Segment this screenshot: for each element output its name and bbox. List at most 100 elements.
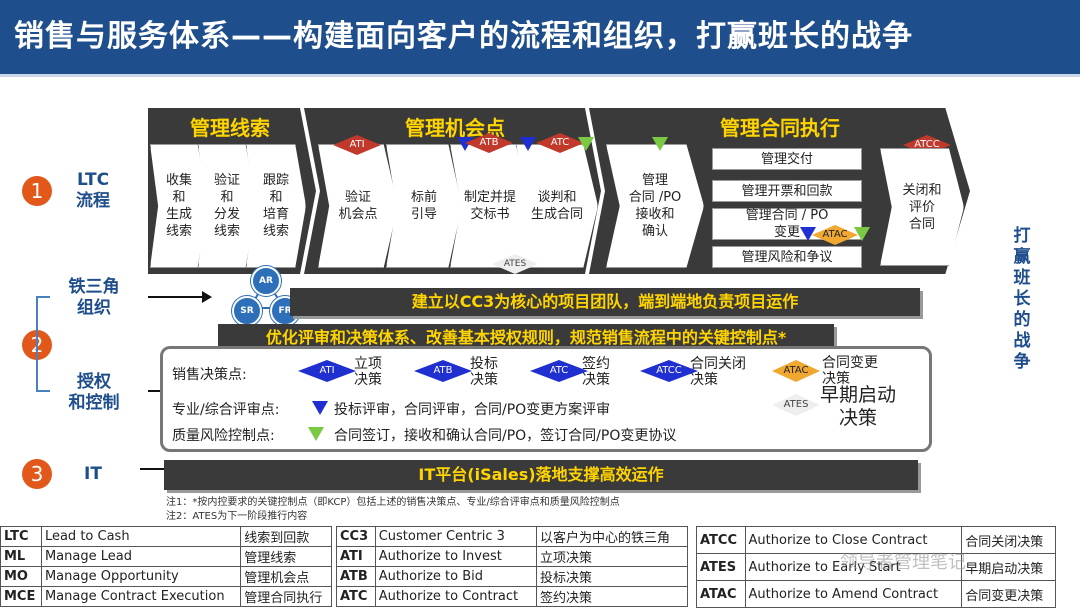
review-point-icon — [312, 401, 328, 415]
table-cell: 立项决策 — [536, 546, 688, 567]
connector-line — [36, 296, 38, 392]
row-label-it: IT — [84, 464, 102, 484]
win-squad-war-vertical: 打 赢 班 长 的 战 争 — [1013, 226, 1031, 372]
row-label-ltc: LTC 流程 — [76, 170, 110, 211]
row-label-iron-triangle: 铁三角 组织 — [68, 277, 120, 318]
label-decision-points: 销售决策点: — [172, 367, 247, 383]
table-cell: LTC — [0, 526, 42, 547]
table-cell: 管理线索 — [240, 546, 332, 567]
arrow-to-team-bar — [148, 291, 212, 303]
table-cell: Authorize to Contract — [374, 586, 538, 607]
table-cell: 以客户为中心的铁三角 — [536, 526, 688, 547]
quality-point-icon — [652, 137, 668, 151]
table-cell: Customer Centric 3 — [374, 526, 538, 547]
table-cell: 合同变更决策 — [961, 580, 1056, 608]
row-label-authorization: 授权 和控制 — [68, 372, 120, 413]
table-cell: ATAC — [696, 580, 746, 608]
step-verify-opportunity[interactable]: 验证 机会点 — [318, 144, 398, 268]
table-cell: Manage Lead — [40, 546, 242, 567]
note-2: 注2：ATES为下一阶段推行内容 — [166, 511, 308, 522]
bar-it-platform: IT平台(iSales)落地支撑高效运作 — [164, 460, 918, 490]
step-collect-leads[interactable]: 收集 和 生成 线索 — [150, 144, 208, 268]
decision-ates-icon: ATES — [772, 394, 820, 416]
atc-marker: ATC — [536, 133, 584, 153]
table-cell: 早期启动决策 — [961, 553, 1056, 581]
step-pre-bid[interactable]: 标前 引导 — [386, 144, 462, 268]
table-cell: Authorize to Bid — [374, 566, 538, 587]
quality-points-text: 合同签订，接收和确认合同/PO，签订合同/PO变更协议 — [334, 428, 677, 444]
table-cell: 线索到回款 — [240, 526, 332, 547]
step-negotiate-contract[interactable]: 谈判和 生成合同 — [516, 144, 598, 268]
decision-ati-text: 立项 决策 — [354, 356, 382, 388]
watermark: 领导者管理笔记 — [840, 552, 966, 573]
atb-marker: ATB — [465, 133, 513, 153]
decision-ates-text: 早期启动 决策 — [820, 384, 897, 429]
step-receive-contract[interactable]: 管理 合同 /PO 接收和 确认 — [606, 144, 704, 268]
table-cell: Manage Contract Execution — [40, 586, 242, 607]
node-ar: AR — [251, 266, 281, 296]
decision-ati-icon: ATI — [298, 360, 356, 382]
header-divider — [0, 74, 1080, 77]
sub-manage-billing[interactable]: 管理开票和回款 — [712, 180, 862, 202]
decision-atc-icon: ATC — [530, 360, 588, 382]
table-cell: MCE — [0, 586, 42, 607]
sub-manage-delivery[interactable]: 管理交付 — [712, 148, 862, 170]
connector-line — [36, 296, 50, 298]
label-quality-points: 质量风险控制点: — [172, 428, 275, 444]
table-cell: 投标决策 — [536, 566, 688, 587]
table-cell: 管理机会点 — [240, 566, 332, 587]
section-title-manage-opportunity: 管理机会点 — [405, 116, 505, 140]
review-point-icon — [520, 137, 536, 151]
row-number-1: 1 — [22, 176, 52, 206]
ati-marker: ATI — [333, 135, 381, 155]
table-cell: ATCC — [696, 526, 746, 554]
table-cell: Lead to Cash — [40, 526, 242, 547]
table-cell: Authorize to Early Start — [744, 553, 963, 581]
table-cell: ML — [0, 546, 42, 567]
table-cell: 管理合同执行 — [240, 586, 332, 607]
review-point-icon — [800, 227, 816, 241]
step-verify-leads[interactable]: 验证 和 分发 线索 — [198, 144, 256, 268]
table-cell: 签约决策 — [536, 586, 688, 607]
sub-manage-risk[interactable]: 管理风险和争议 — [712, 246, 862, 268]
quality-point-icon — [308, 427, 324, 441]
section-title-manage-lead: 管理线索 — [190, 116, 270, 140]
page-title: 销售与服务体系——构建面向客户的流程和组织，打赢班长的战争 — [0, 0, 1080, 74]
table-cell: CC3 — [336, 526, 376, 547]
review-points-text: 投标评审，合同评审，合同/PO变更方案评审 — [334, 402, 611, 418]
label-review-points: 专业/综合评审点: — [172, 402, 280, 418]
node-sr: SR — [232, 296, 262, 326]
table-cell: ATB — [336, 566, 376, 587]
decision-atb-icon: ATB — [414, 360, 472, 382]
table-cell: ATI — [336, 546, 376, 567]
step-bid-document[interactable]: 制定并提 交标书 — [450, 144, 530, 268]
table-cell: Authorize to Invest — [374, 546, 538, 567]
step-close-contract[interactable]: 关闭和 评价 合同 — [880, 148, 964, 266]
decision-atcc-text: 合同关闭 决策 — [690, 356, 746, 388]
decision-atcc-icon: ATCC — [640, 360, 698, 382]
section-title-manage-contract: 管理合同执行 — [720, 116, 840, 140]
table-cell: MO — [0, 566, 42, 587]
atac-marker: ATAC — [812, 225, 858, 245]
review-point-icon — [457, 137, 473, 151]
step-track-leads[interactable]: 跟踪 和 培育 线索 — [246, 144, 306, 268]
decision-atac-icon: ATAC — [772, 360, 820, 382]
note-1: 注1：*按内控要求的关键控制点（即KCP）包括上述的销售决策点、专业/综合评审点… — [166, 497, 620, 508]
table-cell: ATC — [336, 586, 376, 607]
decision-atac-text: 合同变更 决策 — [822, 355, 878, 387]
table-cell: ATES — [696, 553, 746, 581]
table-cell: Manage Opportunity — [40, 566, 242, 587]
